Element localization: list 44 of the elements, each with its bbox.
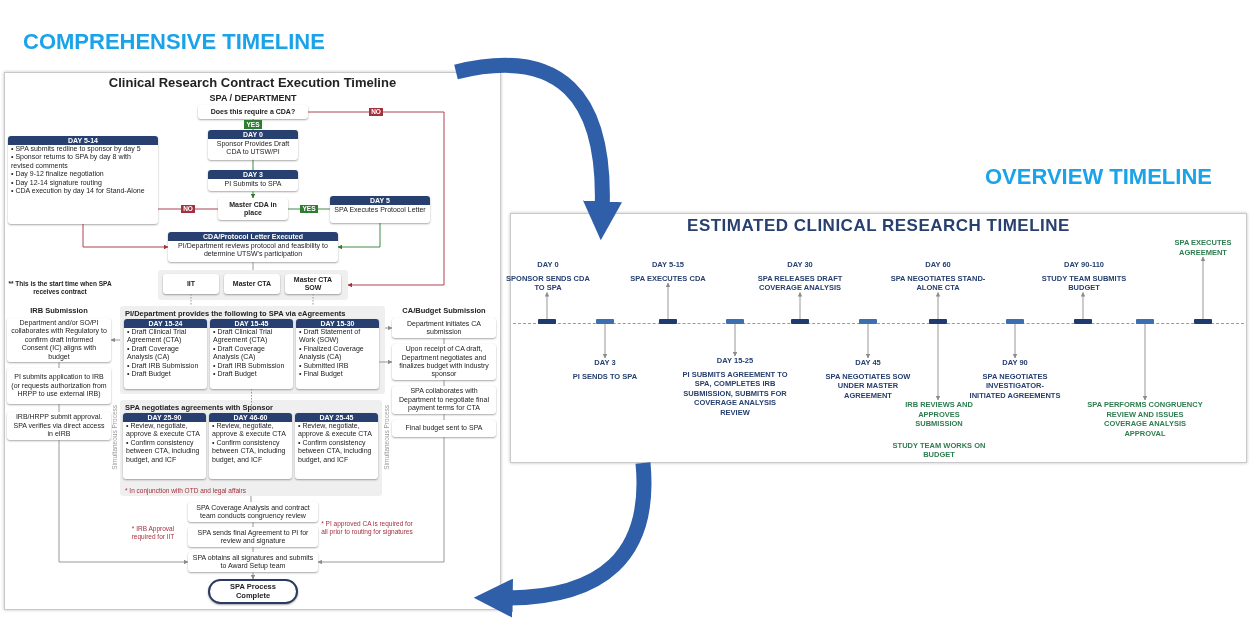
connector-line — [58, 361, 60, 369]
group-panel — [120, 306, 385, 394]
connector-line — [252, 159, 254, 171]
timeline-marker — [1074, 319, 1092, 324]
connector-line — [157, 208, 219, 210]
connector-line — [252, 546, 254, 553]
panel-label: ESTIMATED CLINICAL RESEARCH TIMELINE — [687, 216, 1070, 236]
timeline-marker — [726, 319, 744, 324]
day-card — [124, 319, 207, 389]
section-label: SPA / DEPARTMENT — [208, 93, 298, 104]
curved-arrow — [473, 462, 652, 618]
connector-line — [58, 403, 60, 413]
group-panel — [120, 400, 382, 496]
timeline-marker — [596, 319, 614, 324]
section-heading: OVERVIEW TIMELINE — [985, 164, 1212, 190]
day-card — [296, 319, 379, 389]
connector-line — [443, 413, 445, 421]
panel-label: Clinical Research Contract Execution Timeline — [108, 75, 397, 90]
timeline-marker — [659, 319, 677, 324]
day-card — [123, 413, 206, 479]
connector-line — [252, 521, 254, 528]
day-card — [209, 413, 292, 479]
timeline-marker — [929, 319, 947, 324]
curved-arrow — [454, 57, 622, 241]
timeline-marker — [791, 319, 809, 324]
day-card — [8, 136, 158, 224]
timeline-marker — [538, 319, 556, 324]
day-card — [330, 196, 430, 223]
timeline-marker — [859, 319, 877, 324]
connector-line — [252, 261, 254, 271]
option-band — [158, 270, 348, 300]
timeline-marker — [1136, 319, 1154, 324]
day-card — [208, 170, 298, 192]
timeline-marker — [1194, 319, 1212, 324]
dotted-connector — [251, 388, 252, 414]
connector-line — [250, 495, 252, 503]
connector-line — [443, 337, 445, 345]
day-card — [168, 232, 338, 262]
day-card — [210, 319, 293, 389]
section-heading: COMPREHENSIVE TIMELINE — [23, 29, 325, 55]
day-card — [295, 413, 378, 479]
day-card — [208, 130, 298, 160]
connector-line — [443, 379, 445, 387]
timeline-marker — [1006, 319, 1024, 324]
